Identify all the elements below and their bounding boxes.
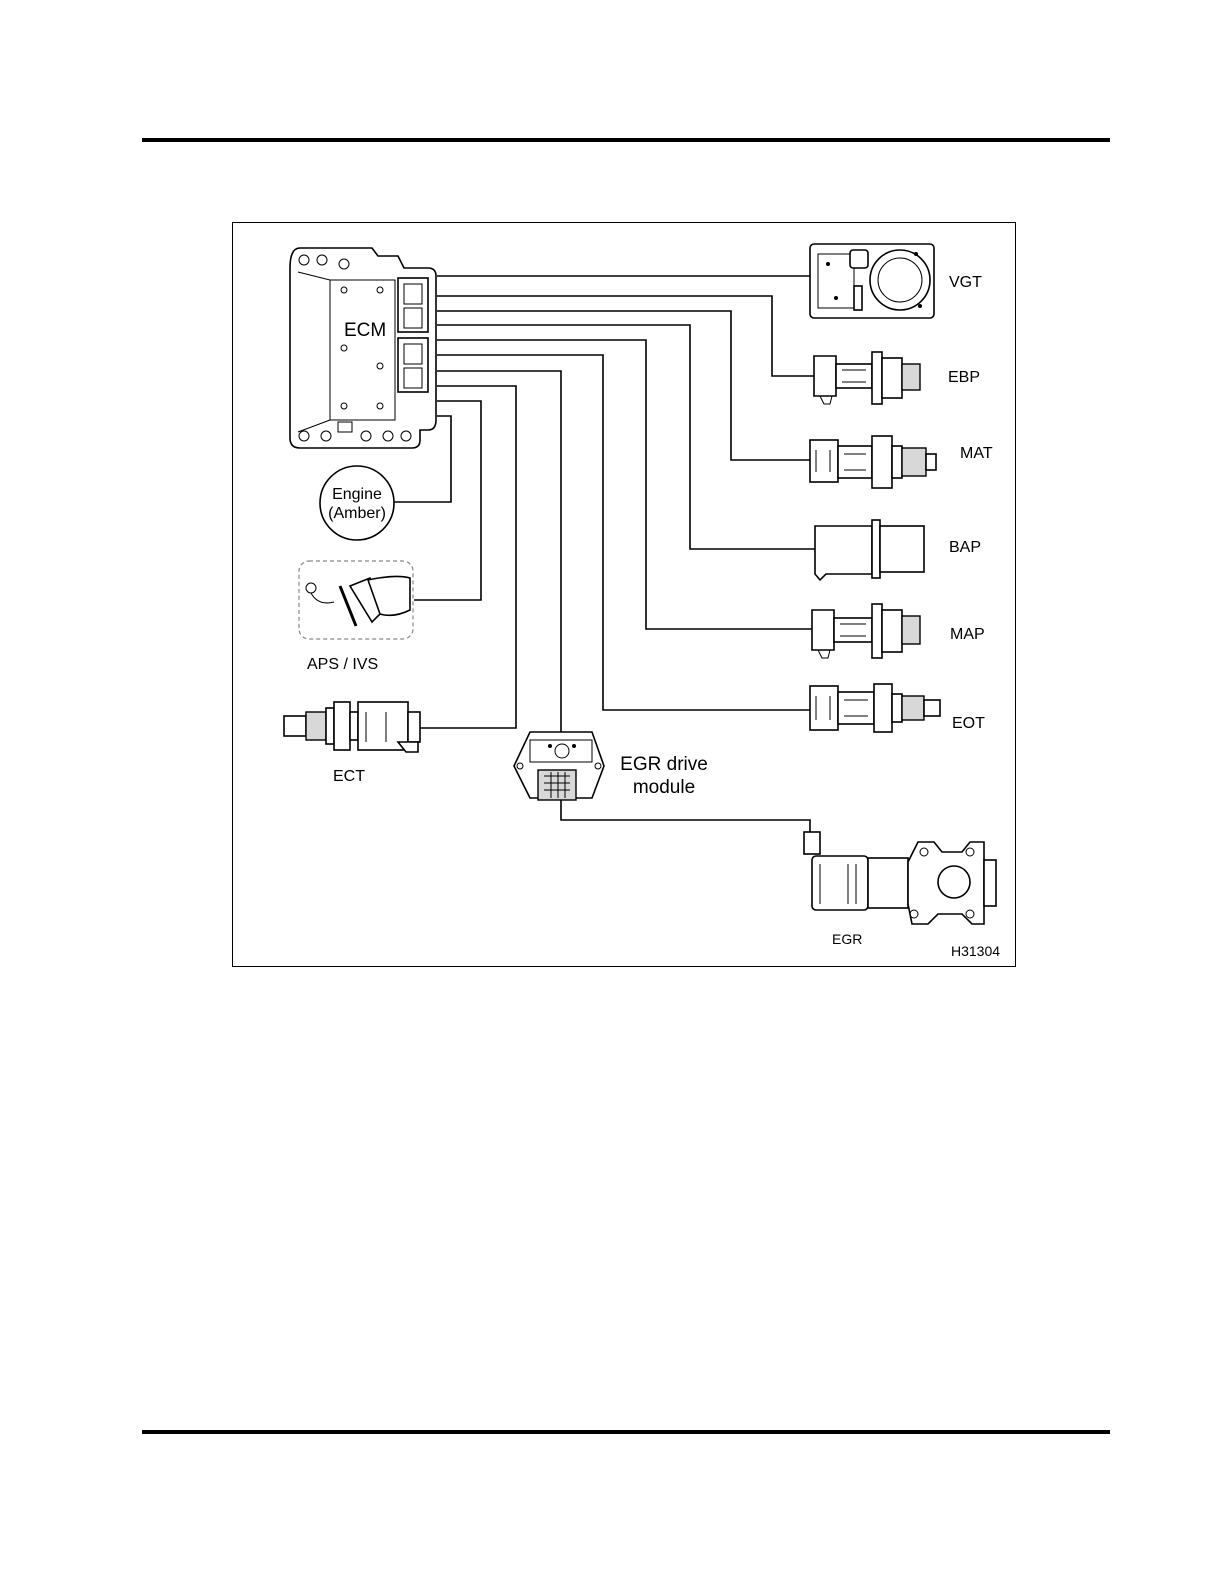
engine-lamp-label-line1: Engine (332, 486, 382, 503)
figure-id-code: H31304 (951, 943, 1000, 959)
aps-ivs-sensor: APS / IVS (299, 561, 413, 673)
mat-sensor: MAT (810, 436, 993, 488)
map-label: MAP (950, 626, 985, 643)
ecm-module: ECM (290, 248, 436, 448)
mat-label: MAT (960, 445, 993, 462)
engine-lamp-label-line2: (Amber) (328, 505, 386, 522)
ect-sensor: ECT (284, 702, 420, 785)
bap-sensor: BAP (815, 520, 981, 580)
wire-eot (437, 355, 812, 710)
wire-egr-valve (561, 800, 810, 832)
vgt-label: VGT (949, 274, 982, 291)
eot-sensor: EOT (810, 684, 985, 732)
wire-ebp (437, 296, 814, 376)
vgt-actuator: VGT (810, 244, 982, 318)
wire-ect (420, 386, 516, 728)
map-sensor: MAP (812, 604, 985, 658)
egr-label: EGR (832, 931, 862, 947)
ebp-sensor: EBP (814, 352, 980, 404)
egr-drive-module: EGR drive module (514, 732, 708, 800)
eot-label: EOT (952, 715, 985, 732)
egr-valve: EGR (804, 832, 996, 947)
egr-drive-label-line2: module (633, 777, 695, 798)
wire-egr-drive (437, 371, 561, 740)
ect-label: ECT (333, 768, 365, 785)
wire-map (437, 340, 812, 629)
ebp-label: EBP (948, 369, 980, 386)
wire-bap (437, 325, 815, 549)
egr-drive-label-line1: EGR drive (620, 754, 708, 775)
engine-lamp: Engine (Amber) (320, 466, 394, 540)
aps-ivs-label: APS / IVS (307, 656, 378, 673)
ecm-label: ECM (344, 320, 386, 341)
wire-aps (414, 401, 481, 600)
bap-label: BAP (949, 539, 981, 556)
wires (394, 276, 826, 832)
